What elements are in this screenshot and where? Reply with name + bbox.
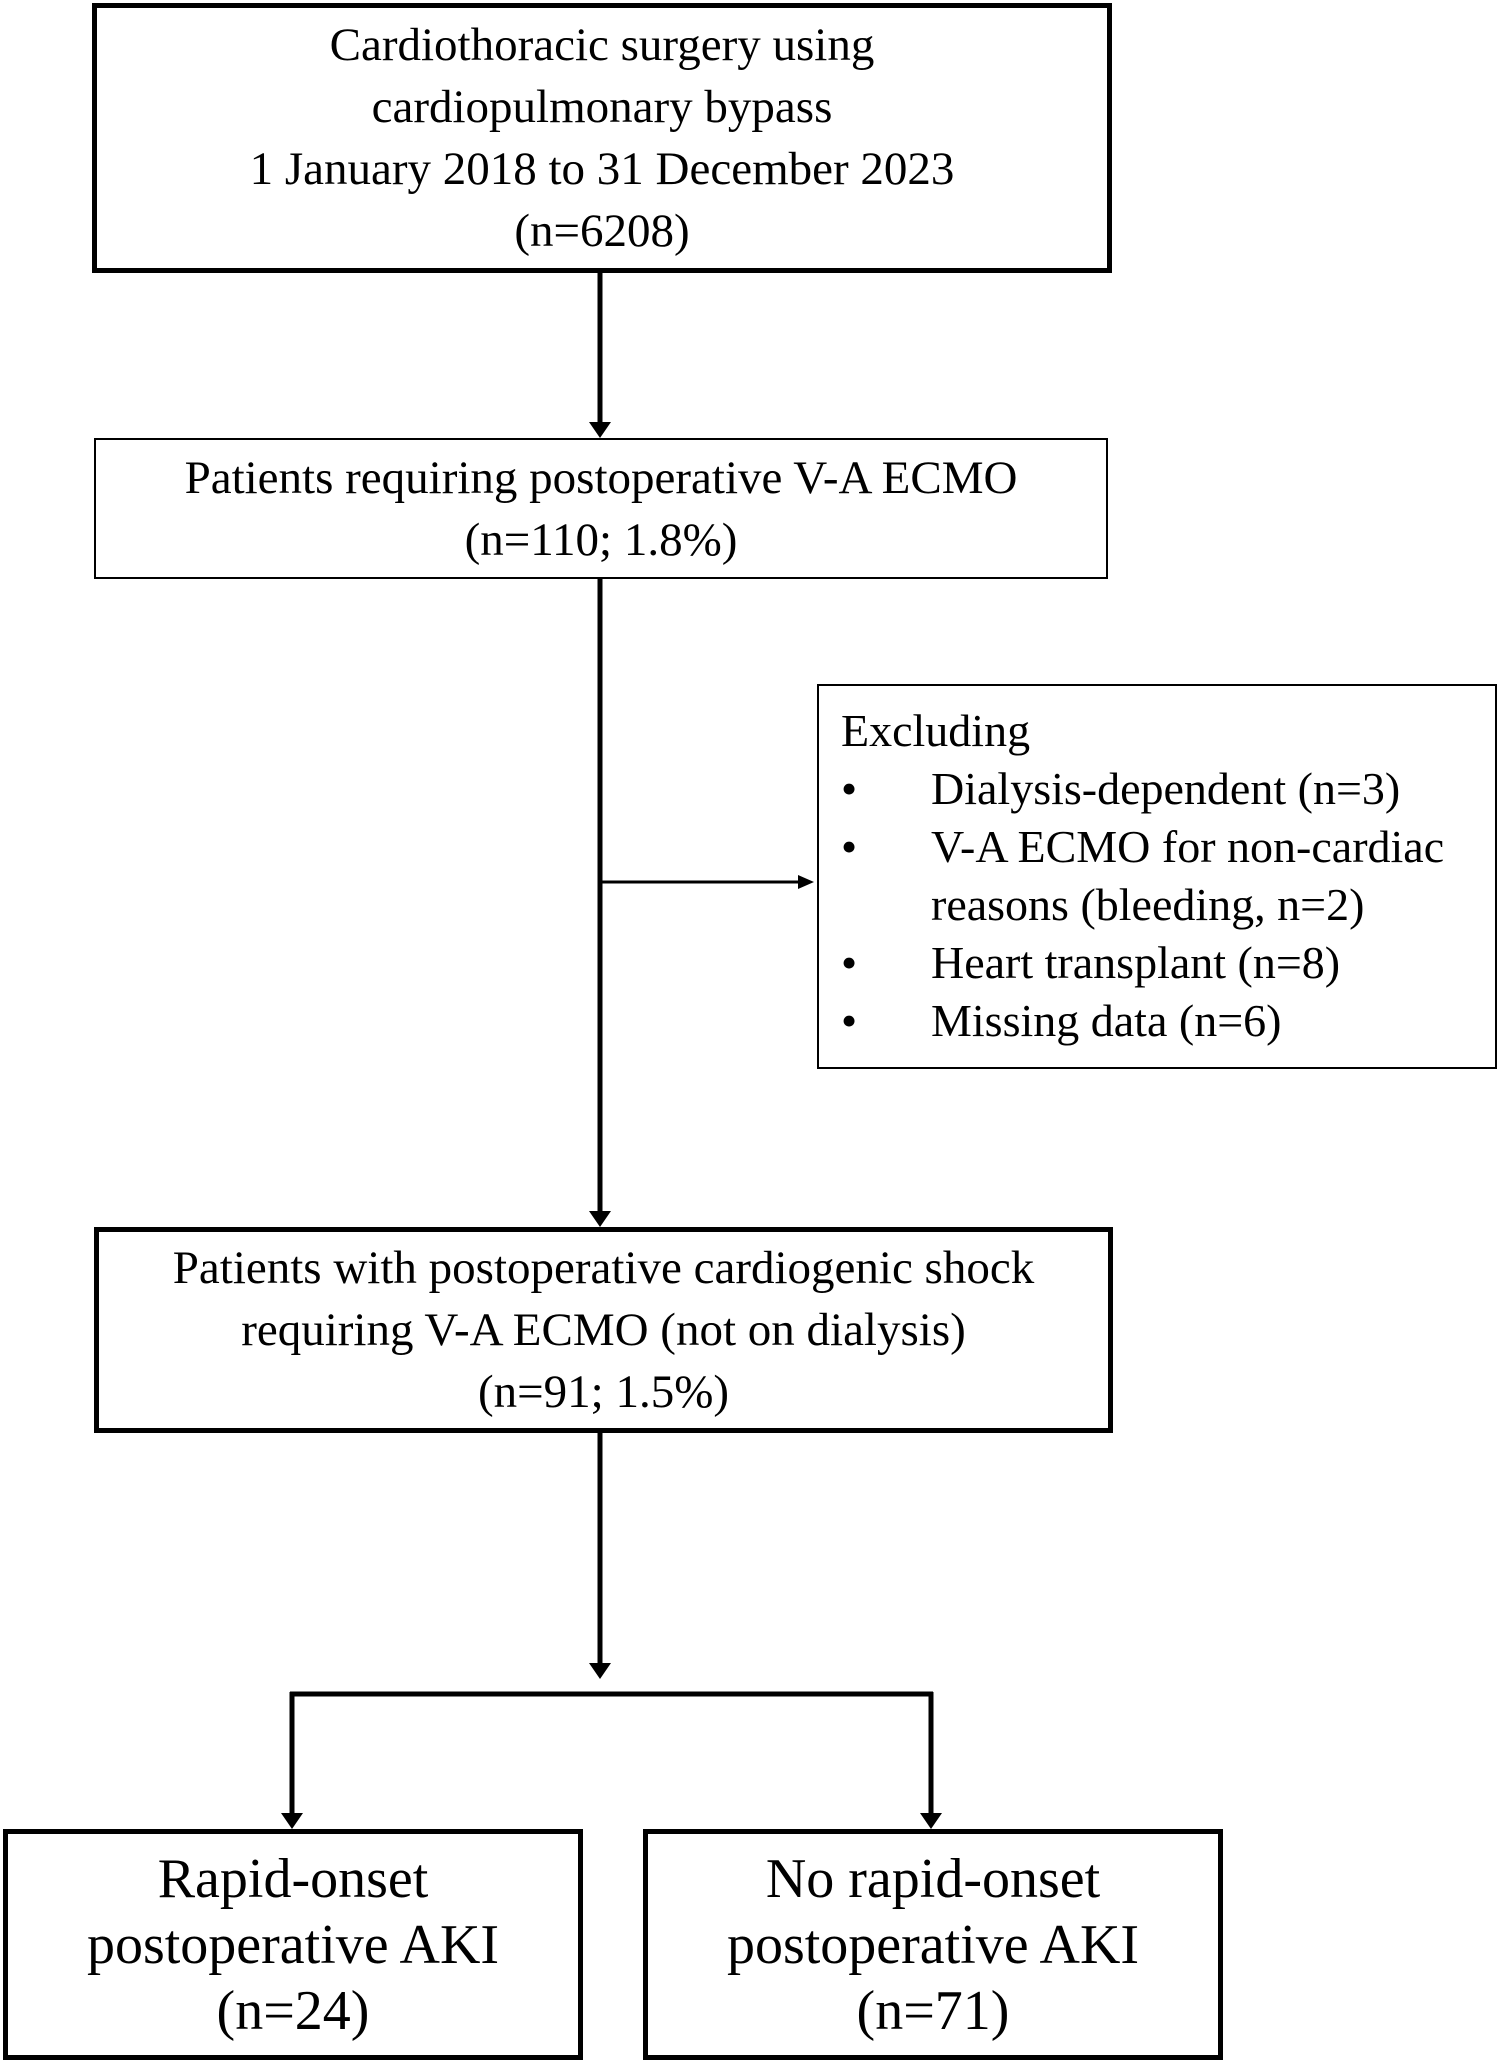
arrowhead-ecmo-to-shock xyxy=(589,1211,611,1227)
box-no-rapid-onset-aki: No rapid-onset postoperative AKI (n=71) xyxy=(643,1829,1223,2060)
box-study-population-line-3: 1 January 2018 to 31 December 2023 xyxy=(249,143,955,195)
arrowhead-to-exclusion xyxy=(798,875,814,889)
box-cardiogenic-shock-line-3: (n=91; 1.5%) xyxy=(477,1366,730,1418)
box-ecmo-patients: Patients requiring postoperative V-A ECM… xyxy=(94,438,1108,579)
exclusion-item-text: Missing data (n=6) xyxy=(931,995,1282,1046)
box-ecmo-patients-line-2: (n=110; 1.8%) xyxy=(464,513,738,566)
box-exclusions: Excluding • Dialysis-dependent (n=3) • V… xyxy=(817,684,1497,1069)
box-rapid-onset-aki-line-1: Rapid-onset xyxy=(157,1847,429,1910)
exclusion-item: • Dialysis-dependent (n=3) xyxy=(841,760,1444,818)
bullet-icon: • xyxy=(841,821,858,872)
box-ecmo-patients-line-1: Patients requiring postoperative V-A ECM… xyxy=(184,451,1018,504)
arrowhead-split-right xyxy=(920,1813,942,1829)
box-study-population-line-4: (n=6208) xyxy=(514,205,690,257)
exclusion-item: • Heart transplant (n=8) xyxy=(841,934,1444,992)
arrowhead-start-to-ecmo xyxy=(589,422,611,438)
box-rapid-onset-aki-line-2: postoperative AKI xyxy=(86,1913,500,1976)
exclusion-item-text: V-A ECMO for non-cardiac xyxy=(931,821,1445,872)
exclusion-item-text: Dialysis-dependent (n=3) xyxy=(931,763,1401,814)
box-study-population-line-1: Cardiothoracic surgery using xyxy=(329,19,875,71)
box-study-population-line-2: cardiopulmonary bypass xyxy=(371,81,833,133)
box-no-rapid-onset-aki-line-2: postoperative AKI xyxy=(726,1913,1140,1976)
box-rapid-onset-aki-line-3: (n=24) xyxy=(216,1979,370,2042)
exclusion-item: • V-A ECMO for non-cardiac reasons (blee… xyxy=(841,818,1444,934)
bullet-icon: • xyxy=(841,937,858,988)
box-cardiogenic-shock: Patients with postoperative cardiogenic … xyxy=(94,1227,1113,1433)
arrowhead-split-left xyxy=(281,1813,303,1829)
bullet-icon: • xyxy=(841,763,858,814)
arrowhead-shock-to-split xyxy=(589,1663,611,1679)
exclusion-item: • Missing data (n=6) xyxy=(841,992,1444,1050)
box-no-rapid-onset-aki-line-3: (n=71) xyxy=(856,1979,1010,2042)
exclusion-item-text: Heart transplant (n=8) xyxy=(931,937,1341,988)
box-rapid-onset-aki: Rapid-onset postoperative AKI (n=24) xyxy=(3,1829,583,2060)
box-cardiogenic-shock-line-1: Patients with postoperative cardiogenic … xyxy=(172,1242,1035,1294)
box-no-rapid-onset-aki-line-1: No rapid-onset xyxy=(765,1847,1101,1910)
box-study-population: Cardiothoracic surgery using cardiopulmo… xyxy=(92,3,1112,273)
exclusion-item-text: reasons (bleeding, n=2) xyxy=(931,879,1365,930)
exclusion-heading: Excluding xyxy=(841,705,1031,756)
bullet-icon: • xyxy=(841,995,858,1046)
exclusion-list: • Dialysis-dependent (n=3) • V-A ECMO fo… xyxy=(841,760,1444,1050)
box-cardiogenic-shock-line-2: requiring V-A ECMO (not on dialysis) xyxy=(241,1304,966,1356)
